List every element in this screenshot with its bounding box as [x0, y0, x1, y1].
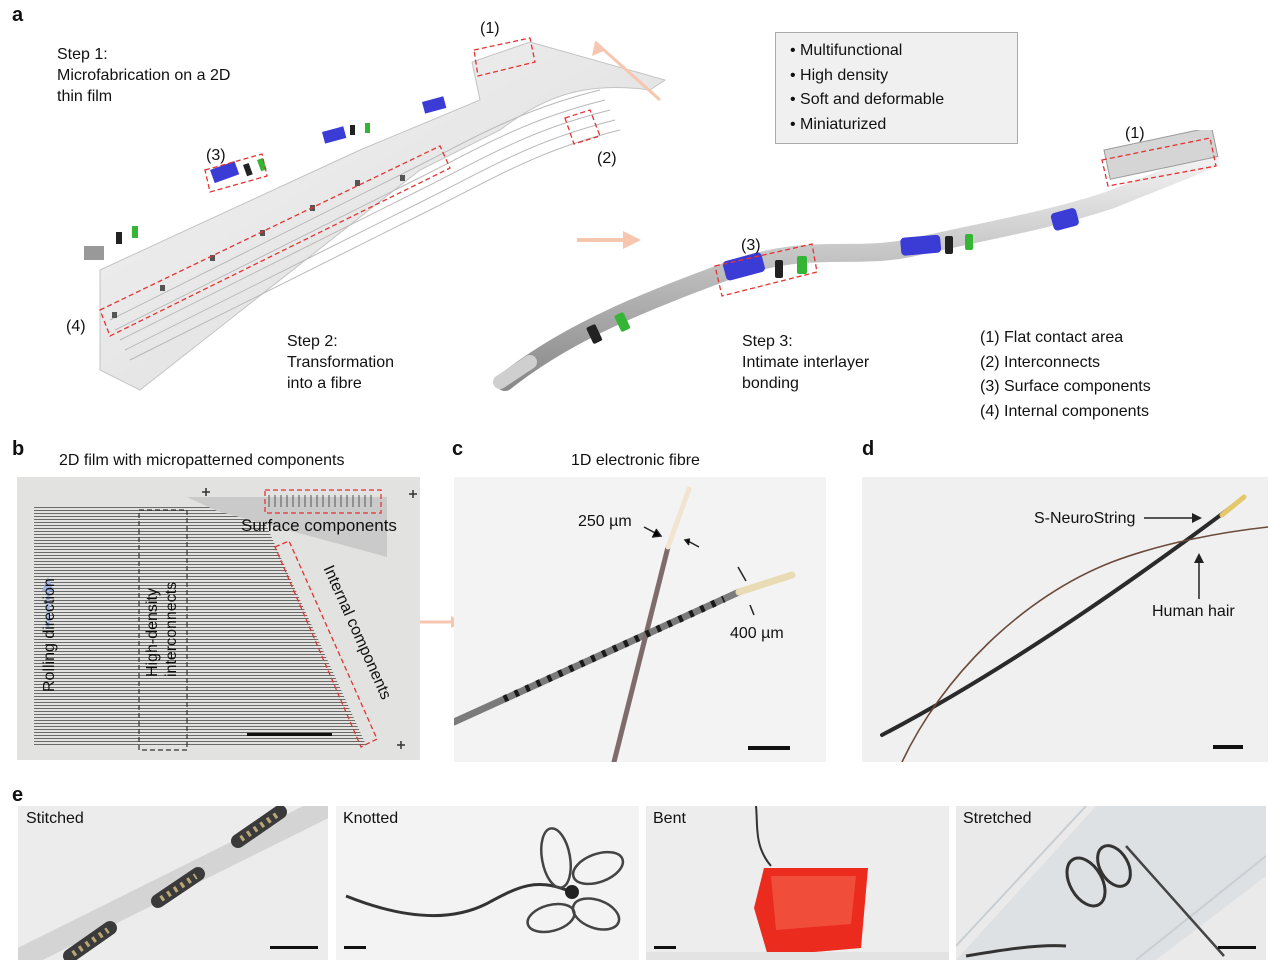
step2-text: Step 2: Transformation into a fibre: [287, 333, 394, 392]
callout-1-fibre: (1): [1125, 125, 1145, 142]
transform-arrow: [577, 231, 641, 249]
rolling-direction-label: Rolling direction: [41, 578, 58, 692]
panel-label-c: c: [452, 438, 464, 460]
knotted-photo: Knotted: [336, 806, 639, 960]
panel-label-b: b: [12, 438, 25, 460]
panel-label-e: e: [12, 784, 24, 806]
legend-item: (3) Surface components: [980, 378, 1151, 395]
feature-list: • Multifunctional • High density • Soft …: [775, 32, 1018, 144]
tag-stitched: Stitched: [26, 810, 84, 827]
diameter-250-label: 250 µm: [578, 513, 632, 530]
scale-bar: [748, 746, 790, 750]
tag-knotted: Knotted: [343, 810, 399, 827]
stretched-photo: Stretched: [956, 806, 1266, 960]
scale-bar: [654, 946, 676, 949]
feature-item: • Soft and deformable: [790, 91, 945, 108]
bent-photo: Bent: [646, 806, 949, 960]
callout-2-film: (2): [597, 150, 617, 167]
film-photo: Surface components Internal components R…: [17, 477, 420, 760]
high-density-interconnects-label: High-density interconnects: [144, 581, 180, 677]
thin-film-illustration: [84, 37, 667, 391]
scale-bar: [344, 946, 366, 949]
legend-item: (4) Internal components: [980, 402, 1149, 420]
fibre-illustration: [493, 130, 1219, 391]
step3-text: Step 3: Intimate interlayer bonding: [742, 333, 870, 392]
legend-item: (1) Flat contact area: [980, 329, 1124, 346]
fibre-photo: 250 µm 400 µm: [454, 477, 826, 762]
feature-item: • Miniaturized: [790, 115, 887, 133]
surface-components-label: Surface components: [241, 516, 397, 535]
s-neurostring-label: S-NeuroString: [1034, 510, 1136, 527]
callout-3-fibre: (3): [741, 237, 761, 254]
step1-text: Step 1: Microfabrication on a 2D thin fi…: [57, 46, 231, 105]
callout-4-film: (4): [66, 318, 86, 335]
scale-bar: [270, 946, 318, 949]
scale-bar: [1213, 745, 1243, 749]
scale-bar: [247, 733, 332, 736]
panel-label-a: a: [12, 4, 24, 26]
legend-item: (2) Interconnects: [980, 353, 1101, 371]
tag-bent: Bent: [653, 810, 686, 827]
human-hair-label: Human hair: [1152, 603, 1235, 620]
arrow-icon: [1194, 553, 1204, 599]
component-legend: (1) Flat contact area (2) Interconnects …: [980, 326, 1151, 424]
feature-item: • High density: [790, 66, 889, 84]
panel-b-title: 2D film with micropatterned components: [59, 452, 345, 469]
arrow-icon: [1144, 513, 1202, 523]
panel-label-d: d: [862, 438, 875, 460]
stitched-photo: Stitched: [18, 806, 328, 960]
hair-comparison-photo: S-NeuroString Human hair: [862, 477, 1268, 762]
callout-3-film: (3): [206, 147, 226, 164]
callout-1-film: (1): [480, 20, 500, 37]
tag-stretched: Stretched: [963, 810, 1032, 827]
scale-bar: [1218, 946, 1256, 949]
feature-item: • Multifunctional: [790, 42, 903, 59]
diameter-400-label: 400 µm: [730, 625, 784, 642]
panel-c-title: 1D electronic fibre: [571, 452, 700, 469]
